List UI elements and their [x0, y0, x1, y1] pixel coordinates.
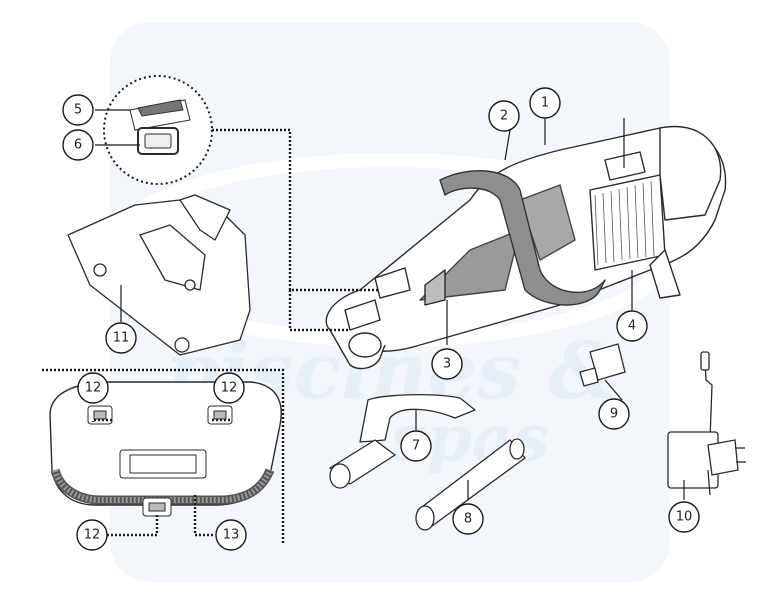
nozzle-underside-icon	[49, 381, 282, 517]
usb-key-icon	[579, 343, 626, 387]
charger-icon	[667, 351, 746, 496]
callout-2-label: 2	[500, 109, 508, 124]
callout-8: 8	[452, 503, 484, 535]
handheld-vacuum-icon	[325, 125, 727, 370]
callout-12-bottom-label: 12	[84, 528, 101, 543]
callout-13: 13	[215, 519, 247, 551]
callout-12-left-label: 12	[85, 381, 102, 396]
callout-12-right: 12	[213, 372, 245, 404]
callout-9: 9	[598, 398, 630, 430]
handle-adapter-icon	[329, 394, 476, 489]
callout-3: 3	[431, 348, 463, 380]
leader-lines	[42, 109, 685, 545]
callout-10-label: 10	[676, 510, 693, 525]
callout-12-right-label: 12	[221, 381, 238, 396]
callout-5-label: 5	[74, 103, 82, 118]
pole-icon	[415, 438, 526, 531]
callout-4-label: 4	[628, 319, 636, 334]
callout-4: 4	[616, 310, 648, 342]
callout-13-label: 13	[223, 528, 240, 543]
callout-1: 1	[529, 87, 561, 119]
callout-6: 6	[62, 129, 94, 161]
callout-9-label: 9	[610, 407, 618, 422]
callout-1-label: 1	[541, 96, 549, 111]
callout-11: 11	[105, 322, 137, 354]
callouts: 1 2 3 4 5 6 7 8	[62, 87, 700, 551]
callout-7-label: 7	[412, 439, 420, 454]
callout-6-label: 6	[74, 138, 82, 153]
callout-10: 10	[668, 501, 700, 533]
callout-8-label: 8	[464, 512, 472, 527]
nozzle-head-icon	[67, 194, 251, 356]
callout-12-bottom: 12	[76, 519, 108, 551]
callout-3-label: 3	[443, 357, 451, 372]
zoom-circle-icon	[103, 75, 213, 185]
callout-12-left: 12	[77, 372, 109, 404]
callout-11-label: 11	[113, 331, 130, 346]
callout-5: 5	[62, 94, 94, 126]
callout-2: 2	[488, 100, 520, 132]
callout-7: 7	[400, 430, 432, 462]
